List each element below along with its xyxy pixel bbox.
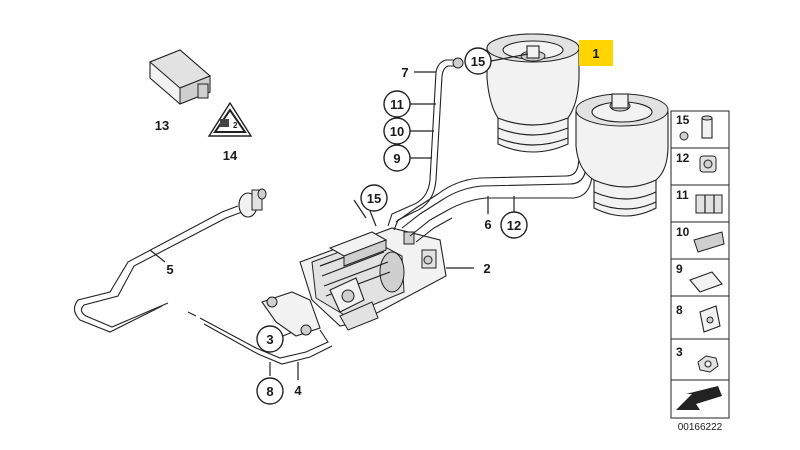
compressor-assembly-part [261,227,447,337]
label-6: 6 [484,217,491,232]
svg-text:11: 11 [676,188,689,202]
label-9: 9 [393,151,400,166]
svg-text:15: 15 [676,113,690,127]
control-module-part [149,49,211,105]
air-spring-2-part [575,93,669,217]
svg-text:9: 9 [676,262,683,276]
label-14: 14 [223,148,238,163]
label-15-mid: 15 [367,191,381,206]
legend-cell-3 [670,338,730,381]
label-2: 2 [483,261,490,276]
label-7: 7 [401,65,408,80]
label-5: 5 [166,262,173,277]
svg-text:3: 3 [676,345,683,359]
legend-column: 15 12 11 10 9 8 3 [670,110,730,419]
diagram-code: 00166222 [678,422,723,433]
highlight-box-1 [579,40,613,66]
legend-cell-15 [670,110,730,149]
warning-label-part: 2 [207,101,253,137]
svg-text:12: 12 [676,151,690,165]
label-15-top: 15 [471,54,485,69]
svg-text:10: 10 [676,225,690,239]
label-3: 3 [266,332,273,347]
pipe-bundle [387,57,593,243]
air-spring-1-part [486,33,580,153]
label-4: 4 [294,383,302,398]
label-10: 10 [390,124,404,139]
svg-text:2: 2 [233,121,238,130]
label-11: 11 [390,97,404,112]
pipe-5 [73,188,267,333]
arrow-icon [676,386,722,410]
label-1[interactable]: 1 [592,46,599,61]
legend-cell-8 [670,295,730,340]
svg-text:8: 8 [676,303,683,317]
label-8: 8 [266,384,273,399]
label-13: 13 [155,118,169,133]
label-12: 12 [507,218,521,233]
pipe-4 [187,311,333,365]
